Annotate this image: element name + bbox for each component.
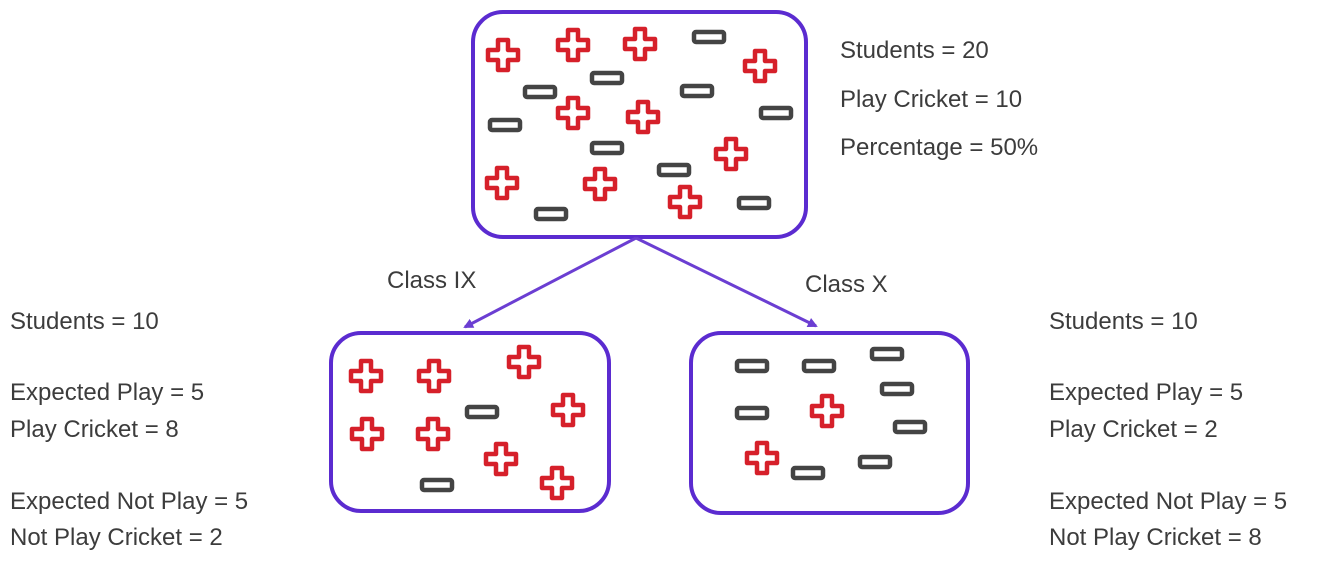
root-plus-icon [713,136,749,172]
right-minus-icon [790,465,826,481]
arrow-to-class-ix [463,236,637,329]
root-plus-icon [582,166,618,202]
arrow-to-class-x [635,236,818,328]
left-plus-icon [416,358,452,394]
class-ix-play-cricket: Play Cricket = 8 [10,416,179,443]
root-minus-icon [679,83,715,99]
class-x-play-cricket: Play Cricket = 2 [1049,416,1218,443]
right-minus-icon [734,358,770,374]
class-x-expected-play: Expected Play = 5 [1049,379,1244,406]
root-plus-icon [622,26,658,62]
left-plus-icon [506,344,542,380]
left-plus-icon [539,465,575,501]
right-minus-icon [801,358,837,374]
root-minus-icon [487,117,523,133]
root-play-cricket-count: Play Cricket = 10 [840,86,1023,113]
left-minus-icon [464,404,500,420]
root-plus-icon [625,99,661,135]
root-minus-icon [522,84,558,100]
class-ix-expected-not-play: Expected Not Play = 5 [10,488,249,515]
class-ix-expected-play: Expected Play = 5 [10,379,205,406]
root-plus-icon [555,27,591,63]
root-minus-icon [656,162,692,178]
class-x-node-box [689,331,970,515]
root-minus-icon [589,140,625,156]
right-minus-icon [869,346,905,362]
left-plus-icon [415,416,451,452]
left-plus-icon [550,392,586,428]
branch-label-class-ix: Class IX [387,267,477,294]
right-minus-icon [879,381,915,397]
right-minus-icon [892,419,928,435]
branch-label-class-x: Class X [805,271,888,298]
root-minus-icon [736,195,772,211]
left-plus-icon [348,358,384,394]
class-x-students-count: Students = 10 [1049,308,1198,335]
root-minus-icon [533,206,569,222]
right-plus-icon [744,440,780,476]
root-minus-icon [691,29,727,45]
root-plus-icon [485,37,521,73]
root-node-box [471,10,808,239]
left-plus-icon [483,441,519,477]
right-plus-icon [809,393,845,429]
class-ix-students-count: Students = 10 [10,308,159,335]
right-minus-icon [857,454,893,470]
root-minus-icon [758,105,794,121]
class-x-expected-not-play: Expected Not Play = 5 [1049,488,1288,515]
class-ix-not-play-cricket: Not Play Cricket = 2 [10,524,223,551]
left-minus-icon [419,477,455,493]
root-students-count: Students = 20 [840,37,989,64]
root-minus-icon [589,70,625,86]
root-plus-icon [667,184,703,220]
root-percentage: Percentage = 50% [840,134,1039,161]
class-ix-node-box [329,331,611,513]
root-plus-icon [742,48,778,84]
class-x-not-play-cricket: Not Play Cricket = 8 [1049,524,1262,551]
root-plus-icon [484,165,520,201]
root-plus-icon [555,95,591,131]
right-minus-icon [734,405,770,421]
left-plus-icon [349,416,385,452]
